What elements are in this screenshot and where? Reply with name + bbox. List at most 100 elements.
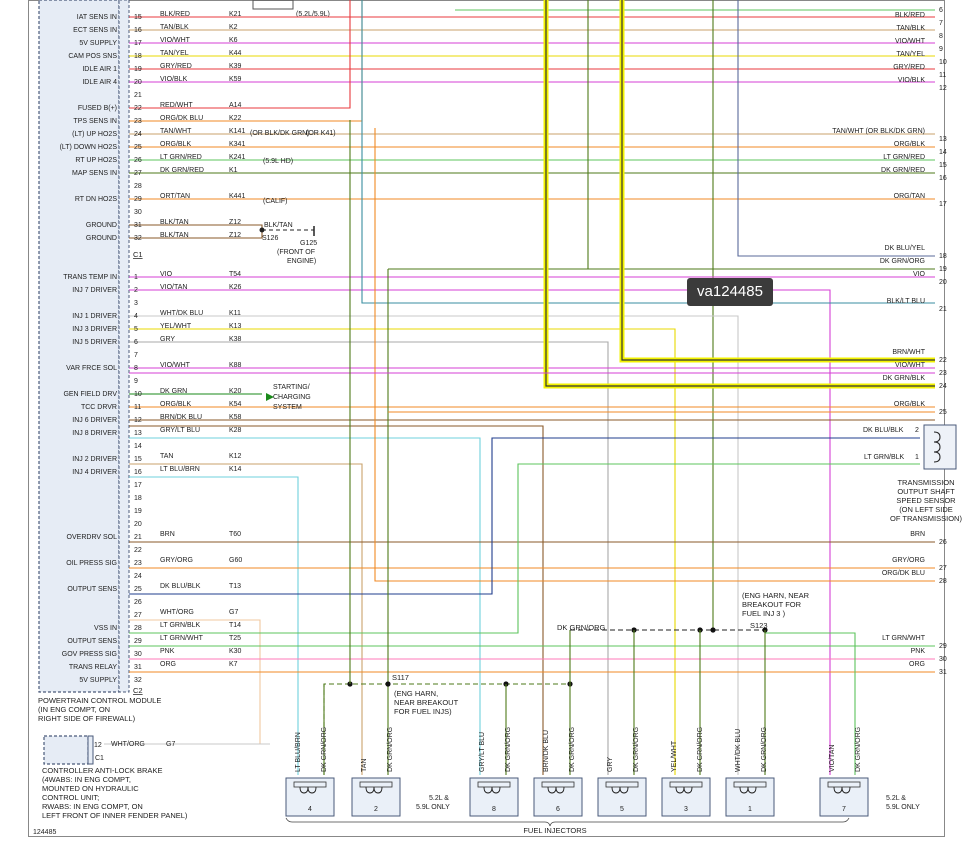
c2-pin-number: 28 bbox=[134, 625, 142, 632]
c2-wire-circuit: K12 bbox=[229, 453, 242, 460]
note-calif: (CALIF) bbox=[263, 198, 288, 205]
c2-pin-number: 11 bbox=[134, 404, 141, 411]
right-connector-number: 13 bbox=[939, 136, 947, 143]
c2-wire-color: VIO/TAN bbox=[160, 284, 187, 291]
pcm-pin-strip bbox=[118, 0, 130, 693]
c2-pin-number: 9 bbox=[134, 378, 138, 385]
c2-func-label: VSS IN bbox=[94, 625, 117, 632]
c2-pin-number: 8 bbox=[134, 365, 138, 372]
starting-label-3: SYSTEM bbox=[273, 404, 302, 411]
c2-pin-number: 1 bbox=[134, 274, 138, 281]
inj7-note-1: 5.2L & bbox=[886, 795, 906, 802]
c2-wire-color: ORG/BLK bbox=[160, 401, 191, 408]
top-partial-box bbox=[252, 0, 294, 10]
right-wire-label: VIO/WHT bbox=[895, 38, 926, 45]
c2-func-label: GOV PRESS SIG bbox=[62, 651, 117, 658]
c2-func-label: INJ 4 DRIVER bbox=[72, 469, 117, 476]
s123-note-2: BREAKOUT FOR bbox=[742, 600, 802, 609]
s117-note-1: (ENG HARN, bbox=[394, 689, 438, 698]
sensor-pin-1: 1 bbox=[915, 454, 919, 461]
sensor-desc-3: SPEED SENSOR bbox=[896, 496, 956, 505]
s123-note-1: (ENG HARN, NEAR bbox=[742, 591, 810, 600]
injector-wire-right-label: DK GRN/ORG bbox=[761, 727, 768, 772]
c1-func-label: 5V SUPPLY bbox=[79, 40, 117, 47]
fuel-injector-8: 8 bbox=[469, 777, 519, 817]
injector-coil-icon bbox=[299, 786, 317, 794]
right-wire-label: LT GRN/WHT bbox=[882, 635, 926, 642]
injector-connector bbox=[477, 781, 511, 788]
c2-func-label: GEN FIELD DRV bbox=[63, 391, 117, 398]
note-or-k41: (OR K41) bbox=[306, 130, 336, 137]
wire-vio-tan-inj7 bbox=[129, 289, 831, 775]
injector-coil-icon bbox=[833, 786, 851, 794]
right-connector-number: 14 bbox=[939, 149, 947, 156]
c1-func-label: IDLE AIR 4 bbox=[82, 79, 117, 86]
c2-pin-number: 16 bbox=[134, 469, 142, 476]
c2-pin-number: 32 bbox=[134, 677, 142, 684]
c2-wire-circuit: T54 bbox=[229, 271, 241, 278]
injector-connector bbox=[605, 781, 639, 788]
c2-func-label: INJ 8 DRIVER bbox=[72, 430, 117, 437]
c2-pin-number: 18 bbox=[134, 495, 142, 502]
c1-wire-color: VIO/WHT bbox=[160, 37, 191, 44]
right-wire-label: ORG/BLK bbox=[894, 401, 925, 408]
right-connector-number: 20 bbox=[939, 279, 947, 286]
sensor-desc-1: TRANSMISSION bbox=[897, 478, 954, 487]
injector-number: 2 bbox=[374, 806, 378, 813]
c2-pin-number: 26 bbox=[134, 599, 142, 606]
c2-wire-color: GRY/LT BLU bbox=[160, 427, 200, 434]
c1-wire-color: BLK/TAN bbox=[160, 219, 189, 226]
wire-brn-wht bbox=[621, 0, 935, 361]
c2-pin-number: 30 bbox=[134, 651, 142, 658]
c2-wire-circuit: T14 bbox=[229, 622, 241, 629]
wire-red-wht bbox=[129, 0, 351, 109]
c2-wire-color: YEL/WHT bbox=[160, 323, 192, 330]
c2-pin-number: 19 bbox=[134, 508, 142, 515]
right-connector-number: 25 bbox=[939, 409, 947, 416]
s123-label: S123 bbox=[750, 621, 768, 630]
c2-wire-color: WHT/ORG bbox=[160, 609, 194, 616]
c2-wire-circuit: T13 bbox=[229, 583, 241, 590]
injector-wire-left-label: GRY bbox=[607, 757, 614, 772]
abs-pin-strip bbox=[87, 735, 94, 765]
fuel-injector-4: 4 bbox=[285, 777, 335, 817]
c2-pin-number: 25 bbox=[134, 586, 142, 593]
c1-pin-number: 23 bbox=[134, 118, 142, 125]
c1-wire-circuit: K6 bbox=[229, 37, 238, 44]
sensor-desc-4: (ON LEFT SIDE bbox=[899, 505, 953, 514]
c1-pin-number: 16 bbox=[134, 27, 142, 34]
right-wire-label: ORG/BLK bbox=[894, 141, 925, 148]
injector-connector bbox=[359, 781, 393, 788]
c2-func-label: INJ 7 DRIVER bbox=[72, 287, 117, 294]
c2-func-label: TCC DRVR bbox=[81, 404, 117, 411]
c2-func-label: OVERDRV SOL bbox=[67, 534, 118, 541]
right-wire-label: VIO/BLK bbox=[898, 77, 926, 84]
c2-wire-circuit: K20 bbox=[229, 388, 242, 395]
c2-wire-circuit: K28 bbox=[229, 427, 242, 434]
right-wire-label: VIO bbox=[913, 271, 926, 278]
injector-number: 5 bbox=[620, 806, 624, 813]
c2-wire-circuit: K13 bbox=[229, 323, 242, 330]
c1-wire-color: ORG/BLK bbox=[160, 141, 191, 148]
c1-wire-circuit: K241 bbox=[229, 154, 245, 161]
dkgrnorg-bus-label: DK GRN/ORG bbox=[557, 623, 606, 632]
c2-pin-number: 21 bbox=[134, 534, 142, 541]
c1-wire-color: ORT/TAN bbox=[160, 193, 190, 200]
c1-func-label: TPS SENS IN bbox=[73, 118, 117, 125]
c2-wire-circuit: K54 bbox=[229, 401, 242, 408]
c1-func-label: (LT) UP HO2S bbox=[72, 131, 117, 138]
c1-wire-circuit: K44 bbox=[229, 50, 242, 57]
abs-wire-color: WHT/ORG bbox=[111, 741, 145, 748]
c2-wire-circuit: T60 bbox=[229, 531, 241, 538]
splice-dot bbox=[385, 681, 391, 687]
c1-pin-number: 27 bbox=[134, 170, 142, 177]
note-or-blk-dk-grn: (OR BLK/DK GRN) bbox=[250, 130, 310, 137]
injector-wire-left-label: TAN bbox=[361, 759, 368, 772]
splice-dot bbox=[710, 627, 716, 633]
wire-dkblu-blk-t13 bbox=[129, 437, 920, 595]
c2-pin-number: 17 bbox=[134, 482, 142, 489]
injector-coil-icon bbox=[365, 786, 383, 794]
right-connector-number: 28 bbox=[939, 578, 947, 585]
injector-connector bbox=[541, 781, 575, 788]
c1-wire-circuit: K1 bbox=[229, 167, 238, 174]
